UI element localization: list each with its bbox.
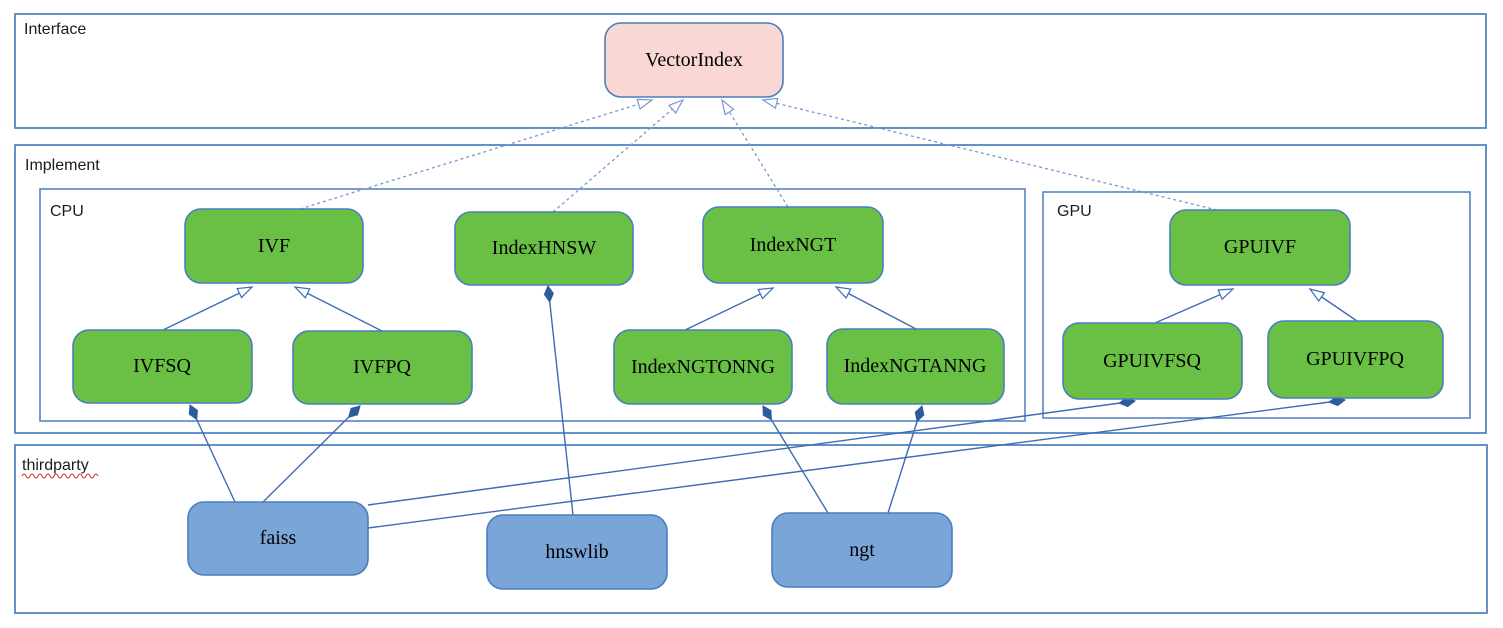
node-ivfsq: IVFSQ xyxy=(72,329,253,404)
edge-gen-indexngtanng-indexngt xyxy=(834,286,917,330)
edge-realization-gpuivf-vectorindex xyxy=(761,97,1218,211)
edge-gen-gpuivfsq-gpuivf xyxy=(1154,288,1235,324)
node-faiss-box xyxy=(187,501,369,576)
node-gpuivfpq-label: GPUIVFPQ xyxy=(1306,348,1404,370)
edge-gen-ivfsq-ivf xyxy=(162,286,254,331)
spellcheck-squiggle xyxy=(21,473,99,479)
thirdparty-frame xyxy=(14,444,1488,614)
node-ivf-label: IVF xyxy=(258,235,290,257)
node-indexngtonng: IndexNGTONNG xyxy=(613,329,793,405)
container-cpu: CPU xyxy=(39,188,1026,422)
node-indexngt-label: IndexNGT xyxy=(750,234,837,256)
edge-comp-faiss-ivfpq xyxy=(262,405,361,503)
node-gpuivfsq-label: GPUIVFSQ xyxy=(1103,350,1201,372)
edge-realization-indexngt-vectorindex xyxy=(721,98,789,208)
gpu-label: GPU xyxy=(1057,203,1092,220)
implement-label: Implement xyxy=(25,157,100,174)
edge-realization-ivf-vectorindex xyxy=(299,98,654,210)
node-ivf: IVF xyxy=(184,208,364,284)
cpu-frame xyxy=(39,188,1026,422)
thirdparty-label: thirdparty xyxy=(22,457,89,474)
node-vectorindex-label: VectorIndex xyxy=(645,49,743,71)
node-indexngtanng-box xyxy=(826,328,1005,405)
node-indexngtanng-label: IndexNGTANNG xyxy=(844,355,987,377)
edge-comp-faiss-gpuivfsq xyxy=(367,397,1137,506)
node-ivfpq: IVFPQ xyxy=(292,330,473,405)
edge-gen-indexngtonng-indexngt xyxy=(682,287,775,332)
node-gpuivf: GPUIVF xyxy=(1169,209,1351,286)
node-indexngtanng: IndexNGTANNG xyxy=(826,328,1005,405)
node-ivfsq-box xyxy=(72,329,253,404)
node-indexngt-box xyxy=(702,206,884,284)
node-indexhnsw-label: IndexHNSW xyxy=(492,237,597,259)
node-indexngtonng-label: IndexNGTONNG xyxy=(631,356,775,378)
edge-realization-indexhnsw-vectorindex xyxy=(552,98,685,213)
node-gpuivf-label: GPUIVF xyxy=(1224,236,1296,258)
node-gpuivfsq: GPUIVFSQ xyxy=(1062,322,1243,400)
edges-composition xyxy=(188,284,1347,529)
node-hnswlib: hnswlib xyxy=(486,514,668,590)
gpu-frame xyxy=(1042,191,1471,419)
node-ivfsq-label: IVFSQ xyxy=(133,355,191,377)
node-indexhnsw-box xyxy=(454,211,634,286)
node-gpuivfpq: GPUIVFPQ xyxy=(1267,320,1444,399)
node-ngt: ngt xyxy=(771,512,953,588)
edges-generalization xyxy=(162,286,1358,332)
cpu-label: CPU xyxy=(50,203,84,220)
container-interface: Interface xyxy=(14,13,1487,129)
container-thirdparty: thirdparty xyxy=(14,444,1488,614)
edge-gen-gpuivfpq-gpuivf xyxy=(1308,287,1358,322)
edge-comp-faiss-gpuivfpq xyxy=(367,396,1347,529)
node-ngt-box xyxy=(771,512,953,588)
container-gpu: GPU xyxy=(1042,191,1471,419)
edge-comp-faiss-ivfsq xyxy=(188,404,236,503)
node-vectorindex: VectorIndex xyxy=(604,22,784,98)
interface-frame xyxy=(14,13,1487,129)
node-faiss-label: faiss xyxy=(260,527,297,549)
node-vectorindex-box xyxy=(604,22,784,98)
edge-comp-hnswlib-indexhnsw xyxy=(543,284,574,516)
node-indexngtonng-box xyxy=(613,329,793,405)
edges-realization xyxy=(299,97,1218,213)
node-faiss: faiss xyxy=(187,501,369,576)
node-ivfpq-label: IVFPQ xyxy=(353,356,411,378)
node-indexngt: IndexNGT xyxy=(702,206,884,284)
node-hnswlib-box xyxy=(486,514,668,590)
node-gpuivfsq-box xyxy=(1062,322,1243,400)
node-ivfpq-box xyxy=(292,330,473,405)
node-gpuivfpq-box xyxy=(1267,320,1444,399)
node-ivf-box xyxy=(184,208,364,284)
node-hnswlib-label: hnswlib xyxy=(545,541,608,563)
edge-gen-ivfpq-ivf xyxy=(293,286,383,332)
edge-comp-ngt-indexngtanng xyxy=(887,405,925,514)
edge-comp-ngt-indexngtonng xyxy=(762,405,829,514)
interface-label: Interface xyxy=(24,21,86,38)
node-gpuivf-box xyxy=(1169,209,1351,286)
node-indexhnsw: IndexHNSW xyxy=(454,211,634,286)
node-ngt-label: ngt xyxy=(849,539,875,561)
